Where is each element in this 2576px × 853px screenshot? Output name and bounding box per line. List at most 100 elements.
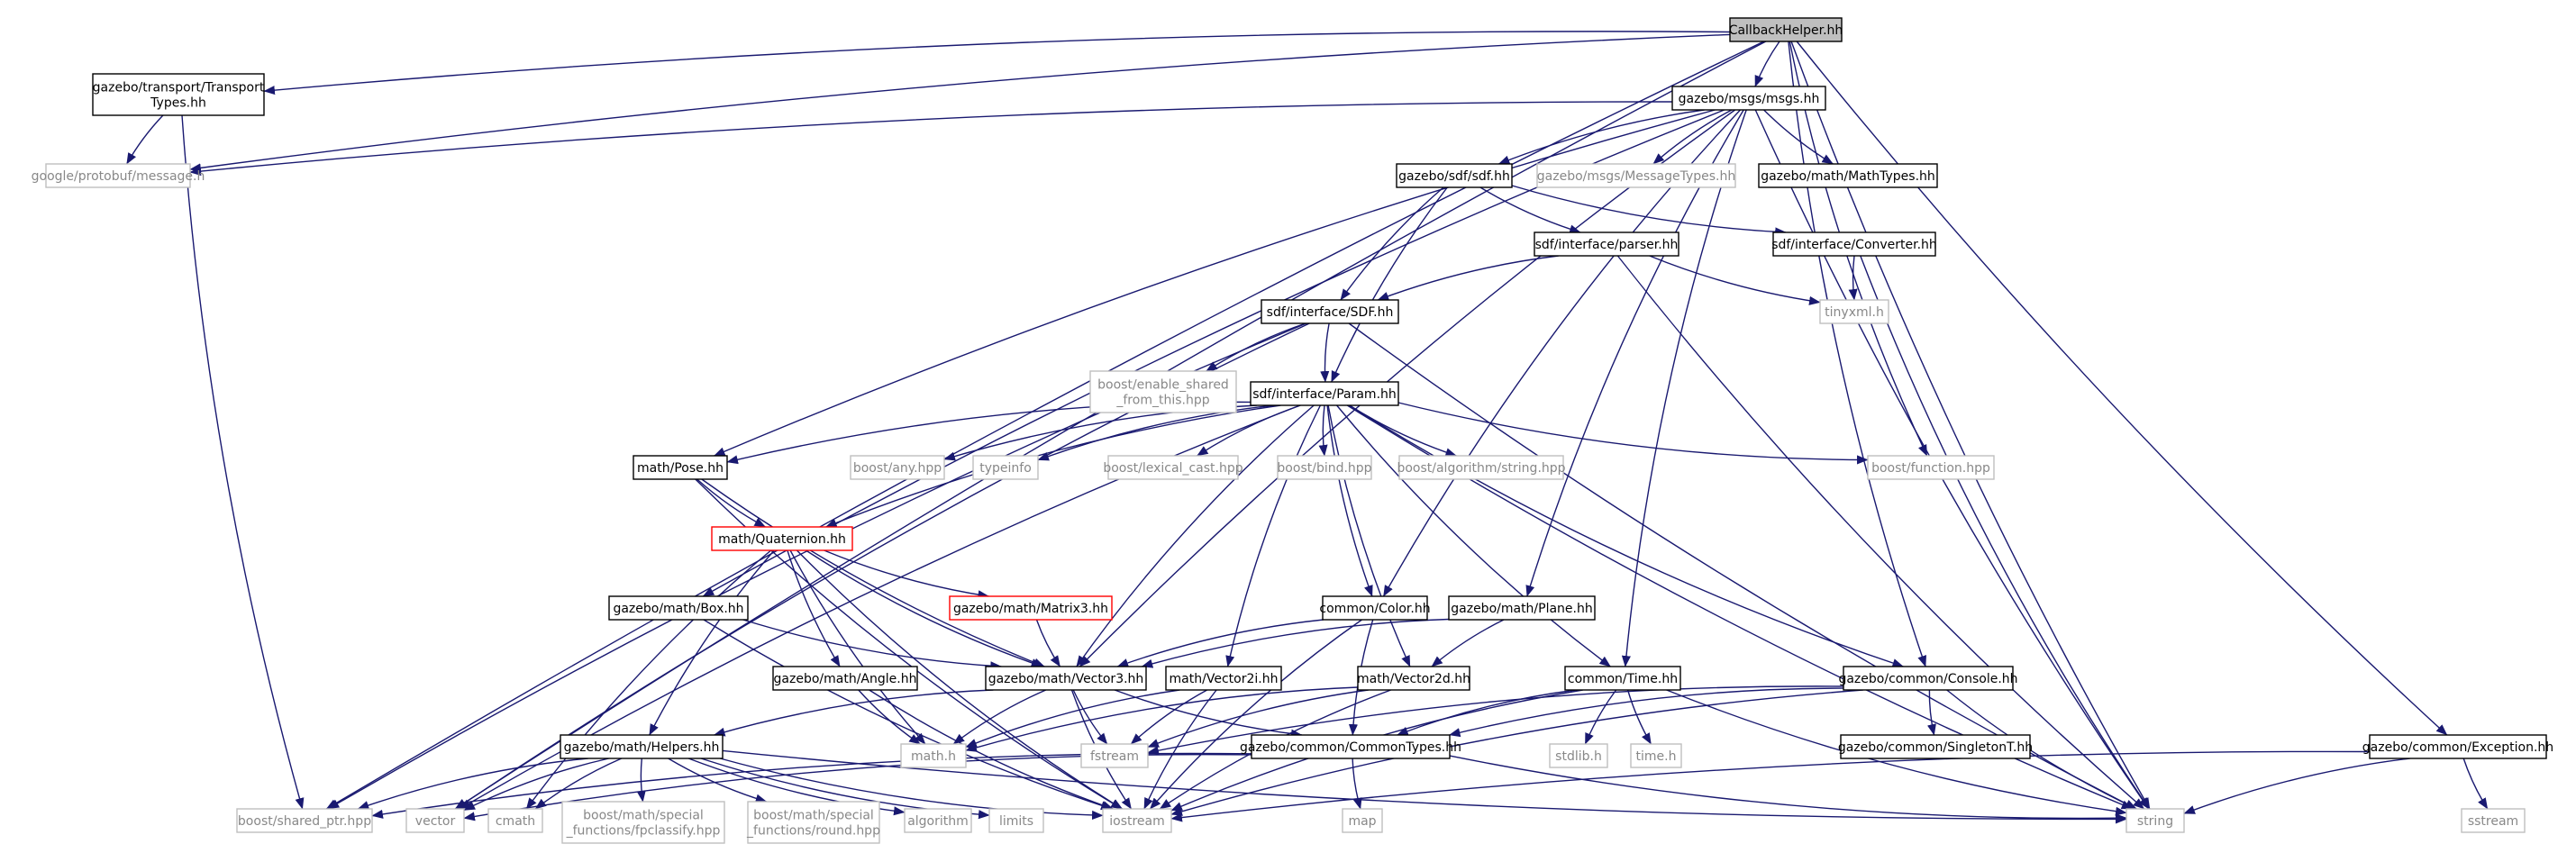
- node-label-line: _functions/round.hpp: [746, 823, 880, 838]
- node-console[interactable]: gazebo/common/Console.hh: [1838, 666, 2018, 691]
- node-vector2d[interactable]: math/Vector2d.hh: [1357, 666, 1470, 691]
- node-exception[interactable]: gazebo/common/Exception.hh: [2362, 734, 2553, 759]
- node-box-pose: [633, 455, 728, 480]
- node-pose[interactable]: math/Pose.hh: [633, 455, 728, 480]
- node-label-converter: sdf/interface/Converter.hh: [1771, 238, 1937, 252]
- edge-plane-to-vector3: [1141, 618, 1450, 668]
- edge-quaternion-to-matrix3: [824, 549, 990, 600]
- node-label-bind: boost/bind.hpp: [1277, 461, 1371, 476]
- node-box-iostream: [1102, 808, 1172, 833]
- node-box-transport: [92, 73, 265, 116]
- node-label-exception: gazebo/common/Exception.hh: [2362, 740, 2553, 755]
- edge-param-to-time: [1336, 404, 1611, 667]
- edge-vector3-to-commontypes: [1114, 689, 1303, 739]
- node-label-line: boost/enable_shared: [1097, 377, 1229, 392]
- node-label-line: iostream: [1109, 814, 1165, 829]
- node-commontypes[interactable]: gazebo/common/CommonTypes.hh: [1240, 734, 1461, 759]
- node-box-angle: [772, 666, 918, 691]
- node-label-vector: vector: [415, 814, 456, 829]
- node-label-line: stdlib.h: [1555, 749, 1602, 764]
- node-timeh: time.h: [1630, 743, 1682, 768]
- node-label-line: CallbackHelper.hh: [1729, 23, 1843, 38]
- node-vector2i[interactable]: math/Vector2i.hh: [1165, 666, 1282, 691]
- node-singleton[interactable]: gazebo/common/SingletonT.hh: [1838, 734, 2033, 759]
- node-label-line: gazebo/common/SingletonT.hh: [1838, 740, 2033, 755]
- node-box-time: [1564, 666, 1681, 691]
- node-plane[interactable]: gazebo/math/Plane.hh: [1448, 595, 1596, 621]
- node-label-line: map: [1348, 814, 1376, 829]
- node-msgtypes: gazebo/msgs/MessageTypes.hh: [1536, 163, 1736, 188]
- edge-param-to-vector2d: [1327, 404, 1411, 667]
- node-label-line: gazebo/math/Vector3.hh: [988, 672, 1144, 686]
- node-angle[interactable]: gazebo/math/Angle.hh: [772, 666, 918, 691]
- node-label-parser: sdf/interface/parser.hh: [1535, 238, 1679, 252]
- node-label-param: sdf/interface/Param.hh: [1252, 387, 1397, 402]
- node-box-round: [747, 801, 880, 844]
- node-box-timeh: [1630, 743, 1682, 768]
- node-tinyxml: tinyxml.h: [1819, 299, 1889, 324]
- node-typeinfo: typeinfo: [972, 455, 1039, 480]
- node-msgs[interactable]: gazebo/msgs/msgs.hh: [1671, 86, 1826, 111]
- edge-sdf-to-sdfh: [1340, 186, 1444, 301]
- node-time[interactable]: common/Time.hh: [1564, 666, 1681, 691]
- node-protobuf: google/protobuf/message.h: [32, 163, 205, 188]
- edge-vector3-to-fstream: [1072, 689, 1108, 745]
- node-sharedptr: boost/shared_ptr.hpp: [236, 808, 373, 833]
- node-callback[interactable]: CallbackHelper.hh: [1729, 17, 1843, 42]
- node-sdf[interactable]: gazebo/sdf/sdf.hh: [1396, 163, 1513, 188]
- node-matrix3[interactable]: gazebo/math/Matrix3.hh: [949, 595, 1113, 621]
- node-label-singleton: gazebo/common/SingletonT.hh: [1838, 740, 2033, 755]
- node-color[interactable]: common/Color.hh: [1319, 595, 1431, 621]
- edge-callback-to-transport: [263, 31, 1731, 95]
- node-label-stdlib: stdlib.h: [1555, 749, 1602, 764]
- edge-callback-to-string: [1790, 41, 2151, 810]
- edge-sdf-to-param: [1331, 186, 1448, 383]
- edge-helpers-to-cmath: [534, 758, 623, 810]
- node-label-limits: limits: [999, 814, 1033, 829]
- node-box-fstream: [1080, 743, 1149, 768]
- edge-console-to-iostream: [1170, 689, 1863, 816]
- node-label-quaternion: math/Quaternion.hh: [718, 532, 846, 547]
- node-box[interactable]: gazebo/math/Box.hh: [608, 595, 749, 621]
- edge-color-to-vector3: [1116, 619, 1324, 667]
- node-algorithm: algorithm: [904, 808, 972, 833]
- node-label-time: common/Time.hh: [1568, 672, 1678, 686]
- node-label-line: algorithm: [907, 814, 969, 829]
- node-box-commontypes: [1251, 734, 1451, 759]
- node-label-line: typeinfo: [979, 461, 1032, 476]
- edge-param-to-vector2i: [1225, 404, 1322, 667]
- edge-layer: [126, 31, 2489, 824]
- node-box-string: [2125, 808, 2185, 833]
- node-label-line: gazebo/common/Exception.hh: [2362, 740, 2553, 755]
- edge-angle-to-mathh: [858, 689, 921, 745]
- node-label-line: boost/function.hpp: [1871, 461, 1990, 476]
- node-converter[interactable]: sdf/interface/Converter.hh: [1771, 231, 1937, 257]
- node-map: map: [1342, 808, 1383, 833]
- node-label-line: tinyxml.h: [1825, 305, 1884, 320]
- node-label-line: gazebo/math/MathTypes.hh: [1761, 169, 1935, 184]
- node-label-fpclassify: boost/math/special_functions/fpclassify.…: [566, 808, 721, 838]
- edge-helpers-to-iostream: [720, 758, 1104, 820]
- node-box-color: [1322, 595, 1428, 621]
- node-algostr: boost/algorithm/string.hpp: [1397, 455, 1566, 480]
- edge-color-to-iostream: [1149, 619, 1362, 810]
- node-box-sharedptr: [236, 808, 373, 833]
- node-label-timeh: time.h: [1636, 749, 1677, 764]
- node-sdfh[interactable]: sdf/interface/SDF.hh: [1261, 299, 1399, 324]
- node-label-line: gazebo/math/Helpers.hh: [564, 740, 720, 755]
- node-label-line: cmath: [496, 814, 535, 829]
- node-parser[interactable]: sdf/interface/parser.hh: [1534, 231, 1679, 257]
- node-mathtypes[interactable]: gazebo/math/MathTypes.hh: [1758, 163, 1938, 188]
- node-quaternion[interactable]: math/Quaternion.hh: [711, 526, 853, 551]
- edge-exception-to-sstream: [2462, 758, 2489, 810]
- node-label-mathtypes: gazebo/math/MathTypes.hh: [1761, 169, 1935, 184]
- node-param[interactable]: sdf/interface/Param.hh: [1250, 381, 1399, 406]
- edge-vector3-to-mathh: [952, 689, 1047, 745]
- node-helpers[interactable]: gazebo/math/Helpers.hh: [560, 734, 724, 759]
- node-label-line: gazebo/math/Matrix3.hh: [953, 602, 1108, 616]
- edge-quaternion-to-angle: [787, 549, 841, 667]
- node-vector3[interactable]: gazebo/math/Vector3.hh: [985, 666, 1147, 691]
